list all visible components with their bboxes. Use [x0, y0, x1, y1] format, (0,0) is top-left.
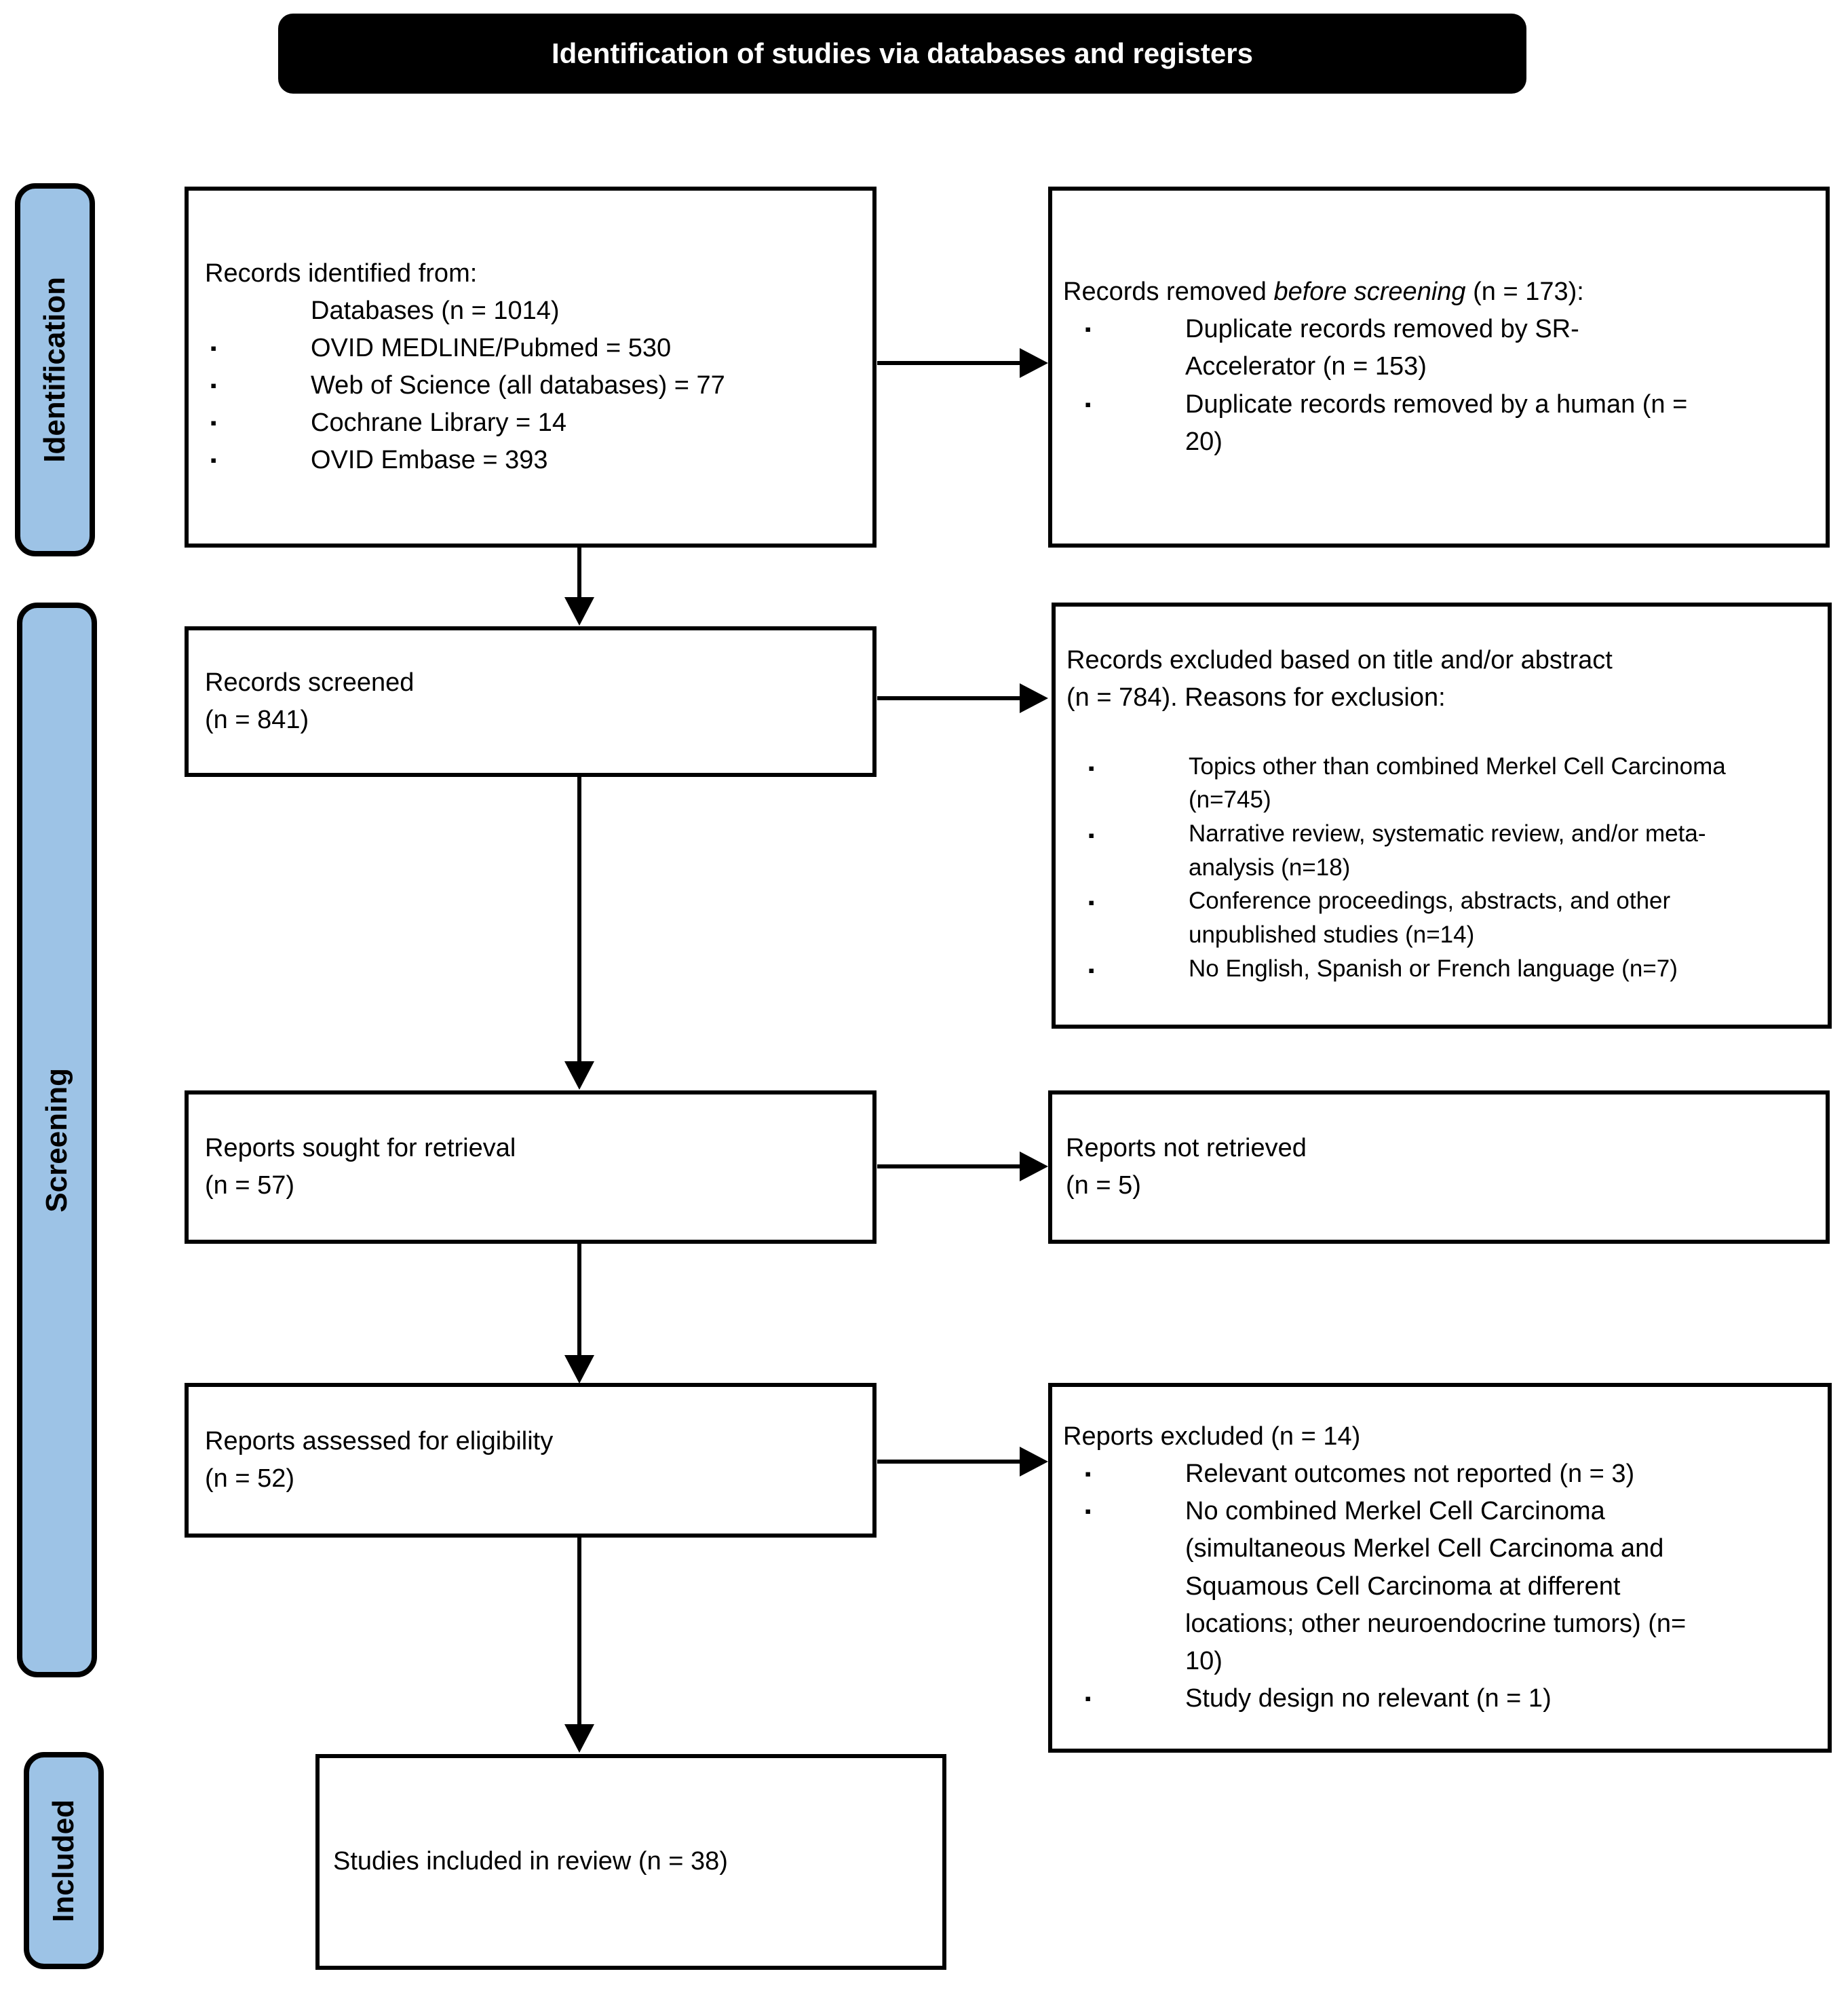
list-item: ▪ OVID MEDLINE/Pubmed = 530: [189, 330, 872, 367]
reports-assessed-box: Reports assessed for eligibility (n = 52…: [185, 1383, 877, 1538]
arrow-screened-to-excluded-line: [877, 696, 1021, 700]
diagram-title-text: Identification of studies via databases …: [552, 37, 1253, 69]
arrow-right-head: [1020, 1151, 1048, 1181]
arrow-down-head: [564, 1061, 594, 1090]
square-bullet-icon: ▪: [1085, 1688, 1092, 1709]
arrow-sought-to-assessed-line: [577, 1244, 581, 1357]
arrow-assessed-to-included-line: [577, 1538, 581, 1726]
phase-label-identification-text: Identification: [38, 277, 71, 463]
list-item-text: Study design no relevant (n = 1): [1185, 1683, 1552, 1713]
records-screened-text: Records screened (n = 841): [205, 668, 415, 734]
reports-sought-box: Reports sought for retrieval (n = 57): [185, 1090, 877, 1244]
arrow-right-head: [1020, 683, 1048, 713]
arrow-identified-to-removed-line: [877, 361, 1021, 365]
records-removed-heading-prefix: Records removed: [1063, 278, 1274, 307]
list-item-text: Duplicate records removed by SR- Acceler…: [1185, 315, 1579, 381]
list-item: ▪ Narrative review, systematic review, a…: [1066, 817, 1821, 884]
list-item-text: Web of Science (all databases) = 77: [311, 371, 725, 400]
reports-assessed-text: Reports assessed for eligibility (n = 52…: [205, 1426, 554, 1493]
square-bullet-icon: ▪: [1085, 394, 1092, 415]
list-item-text: Cochrane Library = 14: [311, 408, 567, 438]
list-item: ▪ Cochrane Library = 14: [189, 404, 872, 442]
list-item-text: No English, Spanish or French language (…: [1189, 955, 1678, 982]
arrow-down-head: [564, 597, 594, 626]
square-bullet-icon: ▪: [1088, 757, 1095, 778]
list-item-text: Topics other than combined Merkel Cell C…: [1189, 753, 1726, 814]
records-removed-heading-suffix: (n = 173):: [1465, 278, 1584, 307]
square-bullet-icon: ▪: [210, 375, 217, 396]
diagram-title: Identification of studies via databases …: [278, 14, 1526, 94]
list-item-text: Narrative review, systematic review, and…: [1189, 820, 1706, 881]
square-bullet-icon: ▪: [1088, 892, 1095, 913]
phase-label-included: Included: [24, 1752, 104, 1969]
records-identified-heading: Records identified from:: [205, 259, 478, 288]
phase-label-screening-text: Screening: [40, 1067, 73, 1213]
phase-label-screening: Screening: [17, 603, 97, 1677]
arrow-sought-to-notretrieved-line: [877, 1164, 1021, 1168]
arrow-identified-to-screened-line: [577, 548, 581, 601]
list-item: ▪ Duplicate records removed by a human (…: [1063, 386, 1819, 461]
list-item-text: Relevant outcomes not reported (n = 3): [1185, 1460, 1635, 1489]
records-excluded-list: ▪ Topics other than combined Merkel Cell…: [1066, 750, 1821, 989]
arrow-down-head: [564, 1355, 594, 1384]
list-item-text: OVID Embase = 393: [311, 446, 548, 475]
square-bullet-icon: ▪: [1088, 959, 1095, 981]
list-item-text: Duplicate records removed by a human (n …: [1185, 389, 1688, 456]
arrow-right-head: [1020, 1447, 1048, 1477]
phase-label-included-text: Included: [47, 1799, 80, 1922]
arrow-down-head: [564, 1724, 594, 1753]
studies-included-box: Studies included in review (n = 38): [315, 1754, 946, 1970]
arrow-assessed-to-excluded-line: [877, 1460, 1021, 1464]
list-item: ▪ No combined Merkel Cell Carcinoma (sim…: [1063, 1493, 1821, 1679]
reports-sought-text: Reports sought for retrieval (n = 57): [205, 1133, 516, 1200]
square-bullet-icon: ▪: [210, 413, 217, 434]
square-bullet-icon: ▪: [210, 337, 217, 358]
records-identified-subline: Databases (n = 1014): [311, 296, 560, 325]
reports-excluded-box: Reports excluded (n = 14) ▪ Relevant out…: [1048, 1383, 1832, 1753]
reports-not-retrieved-text: Reports not retrieved (n = 5): [1066, 1133, 1307, 1200]
list-item: ▪ Conference proceedings, abstracts, and…: [1066, 884, 1821, 951]
records-identified-box: Records identified from: Databases (n = …: [185, 187, 877, 548]
reports-excluded-heading: Reports excluded (n = 14): [1063, 1422, 1361, 1451]
records-removed-heading: Records removed before screening (n = 17…: [1063, 273, 1819, 311]
list-item: ▪ Duplicate records removed by SR- Accel…: [1063, 311, 1819, 385]
square-bullet-icon: ▪: [1085, 1464, 1092, 1485]
list-item-text: Conference proceedings, abstracts, and o…: [1189, 888, 1671, 948]
square-bullet-icon: ▪: [1085, 319, 1092, 340]
square-bullet-icon: ▪: [1085, 1501, 1092, 1522]
list-item: ▪ OVID Embase = 393: [189, 442, 872, 479]
list-item: ▪ Relevant outcomes not reported (n = 3): [1063, 1455, 1821, 1493]
list-item-text: No combined Merkel Cell Carcinoma (simul…: [1185, 1497, 1687, 1675]
arrow-screened-to-sought-line: [577, 777, 581, 1063]
square-bullet-icon: ▪: [210, 450, 217, 471]
list-item: ▪ Web of Science (all databases) = 77: [189, 367, 872, 404]
records-screened-box: Records screened (n = 841): [185, 626, 877, 777]
arrow-right-head: [1020, 348, 1048, 378]
phase-label-identification: Identification: [15, 183, 95, 556]
reports-not-retrieved-box: Reports not retrieved (n = 5): [1048, 1090, 1830, 1244]
records-removed-heading-italic: before screening: [1273, 278, 1466, 307]
records-excluded-box: Records excluded based on title and/or a…: [1052, 603, 1832, 1029]
list-item: ▪ No English, Spanish or French language…: [1066, 952, 1821, 989]
records-excluded-heading: Records excluded based on title and/or a…: [1066, 646, 1613, 712]
list-item: ▪ Study design no relevant (n = 1): [1063, 1680, 1821, 1717]
records-removed-box: Records removed before screening (n = 17…: [1048, 187, 1830, 548]
list-item-text: OVID MEDLINE/Pubmed = 530: [311, 333, 672, 362]
studies-included-text: Studies included in review (n = 38): [333, 1847, 728, 1876]
list-item: ▪ Topics other than combined Merkel Cell…: [1066, 750, 1821, 817]
square-bullet-icon: ▪: [1088, 824, 1095, 845]
